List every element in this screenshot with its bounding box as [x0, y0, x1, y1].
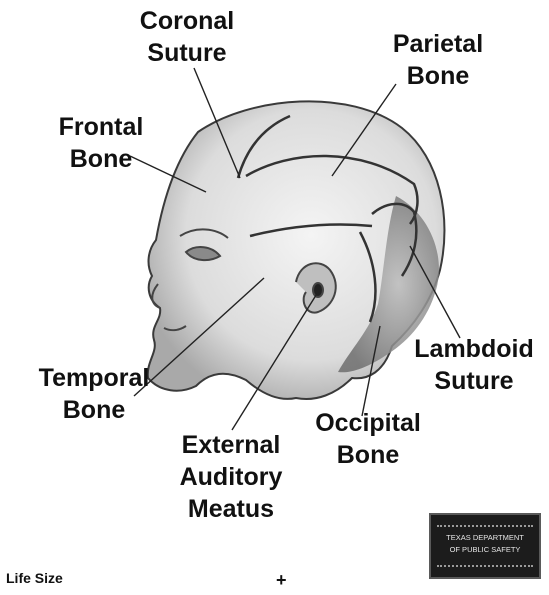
- label-temporal-line2: Bone: [28, 394, 160, 426]
- label-temporal-bone: Temporal Bone: [28, 362, 160, 426]
- label-meatus-line2: Auditory: [168, 461, 294, 493]
- agency-stamp: TEXAS DEPARTMENT OF PUBLIC SAFETY: [429, 513, 541, 579]
- label-occipital-line2: Bone: [306, 439, 430, 471]
- life-size-caption: Life Size: [6, 570, 63, 586]
- label-meatus-line1: External: [168, 429, 294, 461]
- label-temporal-line1: Temporal: [28, 362, 160, 394]
- label-occipital-bone: Occipital Bone: [306, 407, 430, 471]
- label-lambdoid-line2: Suture: [404, 365, 544, 397]
- ear-canal: [313, 283, 323, 297]
- label-meatus-line3: Meatus: [168, 493, 294, 525]
- label-lambdoid-suture: Lambdoid Suture: [404, 333, 544, 397]
- label-coronal-line1: Coronal: [128, 5, 246, 37]
- label-frontal-bone: Frontal Bone: [46, 111, 156, 175]
- label-occipital-line1: Occipital: [306, 407, 430, 439]
- stamp-text-area: TEXAS DEPARTMENT OF PUBLIC SAFETY: [437, 525, 533, 567]
- crosshair-icon: +: [276, 570, 287, 590]
- label-coronal-suture: Coronal Suture: [128, 5, 246, 69]
- label-lambdoid-line1: Lambdoid: [404, 333, 544, 365]
- label-parietal-line1: Parietal: [382, 28, 494, 60]
- stamp-line-1: TEXAS DEPARTMENT: [437, 532, 533, 544]
- stamp-line-2: OF PUBLIC SAFETY: [437, 544, 533, 556]
- label-parietal-bone: Parietal Bone: [382, 28, 494, 92]
- label-frontal-line1: Frontal: [46, 111, 156, 143]
- label-coronal-line2: Suture: [128, 37, 246, 69]
- label-parietal-line2: Bone: [382, 60, 494, 92]
- label-external-auditory-meatus: External Auditory Meatus: [168, 429, 294, 525]
- label-frontal-line2: Bone: [46, 143, 156, 175]
